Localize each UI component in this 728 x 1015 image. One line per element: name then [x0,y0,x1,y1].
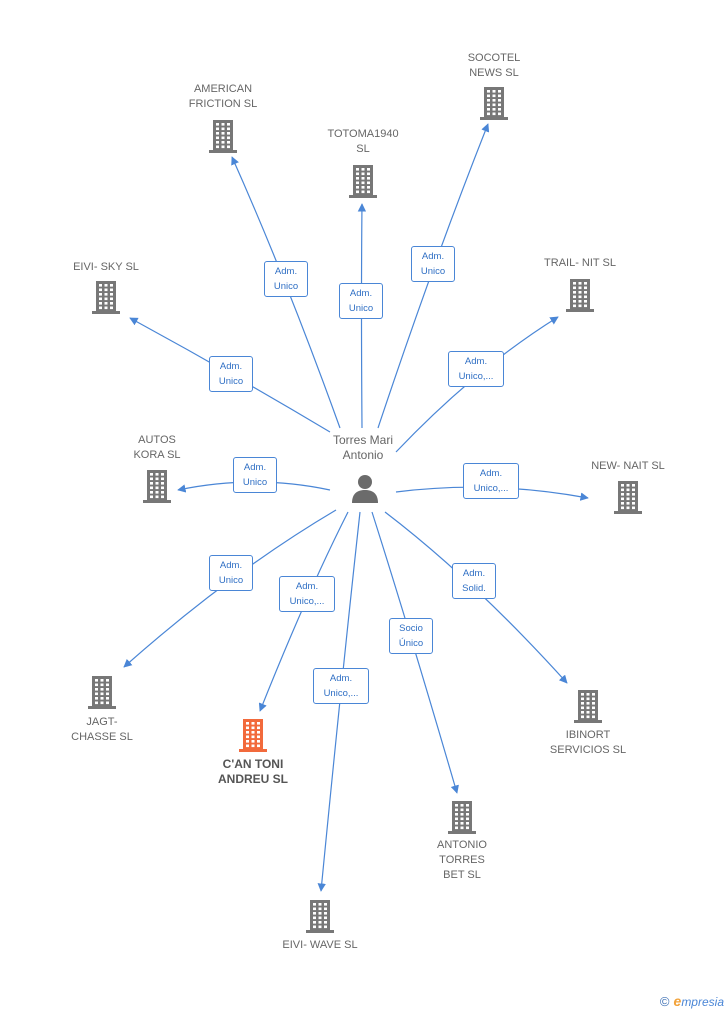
brand-name: mpresia [681,995,724,1009]
center-person-label: Torres Mari Antonio [332,433,393,462]
building-icon-can-toni-andreu[interactable] [238,717,268,753]
edge-label-eivi-wave[interactable]: Adm. Unico,... [313,668,369,704]
building-icon-autos-kora[interactable] [142,468,172,504]
building-icon-ibinort-servicios[interactable] [573,688,603,724]
building-icon-trail-nit[interactable] [565,277,595,313]
company-label-autos-kora[interactable]: AUTOS KORA SL [133,434,181,461]
edge-label-new-nait[interactable]: Adm. Unico,... [463,463,519,499]
company-label-socotel-news[interactable]: SOCOTEL NEWS SL [467,52,521,79]
building-icon-eivi-sky[interactable] [91,279,121,315]
edge-label-american-friction[interactable]: Adm. Unico [264,261,308,297]
edge-label-antonio-torres-bet[interactable]: Socio Único [389,618,433,654]
company-label-american-friction[interactable]: AMERICAN FRICTION SL [188,83,258,110]
edge-label-ibinort-servicios[interactable]: Adm. Solid. [452,563,496,599]
edge-label-socotel-news[interactable]: Adm. Unico [411,246,455,282]
building-icon-jagt-chasse[interactable] [87,674,117,710]
brand-initial: e [673,993,682,1009]
company-label-eivi-wave[interactable]: EIVI- WAVE SL [282,939,358,951]
building-icon-eivi-wave[interactable] [305,898,335,934]
edge-label-totoma1940[interactable]: Adm. Unico [339,283,383,319]
company-label-totoma1940[interactable]: TOTOMA1940 SL [327,128,399,155]
building-icon-antonio-torres-bet[interactable] [447,799,477,835]
edge-label-autos-kora[interactable]: Adm. Unico [233,457,277,493]
edge-label-jagt-chasse[interactable]: Adm. Unico [209,555,253,591]
brand-footer: © empresia [660,993,724,1009]
edge-label-can-toni-andreu[interactable]: Adm. Unico,... [279,576,335,612]
building-icon-american-friction[interactable] [208,118,238,154]
company-label-can-toni-andreu[interactable]: C'AN TONI ANDREU SL [217,757,288,786]
company-label-trail-nit[interactable]: TRAIL- NIT SL [544,257,616,269]
company-label-ibinort-servicios[interactable]: IBINORT SERVICIOS SL [549,729,627,756]
person-icon[interactable] [350,473,380,503]
company-label-eivi-sky[interactable]: EIVI- SKY SL [73,261,139,273]
company-label-new-nait[interactable]: NEW- NAIT SL [591,460,665,472]
edge-label-trail-nit[interactable]: Adm. Unico,... [448,351,504,387]
building-icon-totoma1940[interactable] [348,163,378,199]
edge-label-eivi-sky[interactable]: Adm. Unico [209,356,253,392]
company-label-jagt-chasse[interactable]: JAGT- CHASSE SL [71,716,133,743]
building-icon-new-nait[interactable] [613,479,643,515]
copyright-symbol: © [659,993,670,1009]
company-label-antonio-torres-bet[interactable]: ANTONIO TORRES BET SL [437,839,487,881]
building-icon-socotel-news[interactable] [479,85,509,121]
